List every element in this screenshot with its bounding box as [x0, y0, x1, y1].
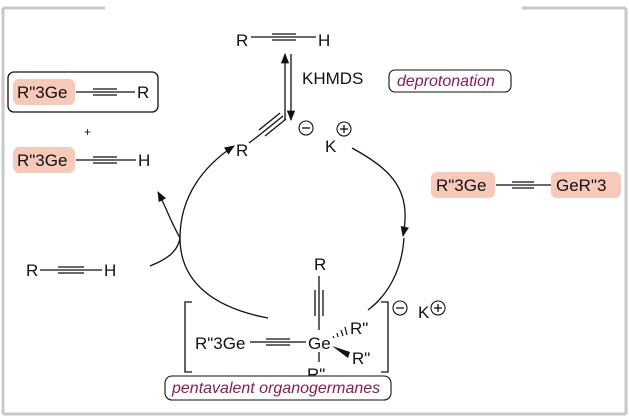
acetylide-anion: R: [236, 112, 287, 160]
svg-text:R: R: [314, 255, 326, 274]
intermediate-counterion: K: [418, 303, 430, 322]
alkynylgermane-product: R"3Ge R: [7, 71, 159, 113]
ethynylgermane-byproduct: R"3Ge H: [13, 147, 150, 173]
potassium-cation: K: [325, 137, 337, 156]
khmds-reagent: KHMDS: [302, 69, 363, 88]
svg-text:R: R: [137, 83, 149, 102]
cycle-arc-right: [351, 147, 409, 238]
plus-charge-icon: [336, 121, 352, 137]
outer-frame: [1, 6, 628, 416]
svg-text:R": R": [352, 349, 370, 368]
minus-charge-icon: [392, 300, 408, 316]
svg-text:R: R: [236, 31, 248, 50]
svg-text:R: R: [236, 141, 248, 160]
pentavalent-label: pentavalent organogermanes: [164, 375, 392, 401]
minus-charge-icon: [298, 120, 314, 136]
svg-text:H: H: [138, 151, 150, 170]
alkyne-entry-arc: [149, 237, 181, 267]
bisgermyl-acetylene-reagent: R"3Ge GeR"3: [431, 172, 621, 198]
svg-text:R"3Ge: R"3Ge: [195, 334, 245, 353]
equilibrium-arrows: [280, 52, 296, 122]
intermediate-brackets: [184, 301, 389, 373]
incoming-alkyne: R H: [26, 261, 116, 280]
cycle-arc-bottom-right: [367, 237, 405, 311]
svg-text:H: H: [104, 261, 116, 280]
cycle-arc-left: [179, 145, 235, 239]
svg-text:GeR"3: GeR"3: [556, 176, 606, 195]
svg-text:R": R": [350, 319, 368, 338]
svg-text:R"3Ge: R"3Ge: [17, 83, 67, 102]
svg-text:Ge: Ge: [308, 334, 331, 353]
plus-sign: +: [84, 125, 91, 139]
pentavalent-intermediate: R R"3Ge Ge R" R" R": [195, 255, 370, 384]
cycle-arc-bottom-left: [179, 237, 269, 319]
svg-text:R"3Ge: R"3Ge: [17, 151, 67, 170]
svg-text:pentavalent organogermanes: pentavalent organogermanes: [171, 380, 380, 397]
deprotonation-label: deprotonation: [388, 69, 512, 93]
svg-text:R: R: [26, 261, 38, 280]
terminal-alkyne-top: R H: [236, 31, 330, 50]
plus-charge-icon: [430, 300, 446, 316]
svg-text:deprotonation: deprotonation: [397, 73, 495, 90]
svg-text:H: H: [318, 31, 330, 50]
svg-text:R"3Ge: R"3Ge: [436, 176, 486, 195]
product-release-arrow: [157, 191, 181, 239]
